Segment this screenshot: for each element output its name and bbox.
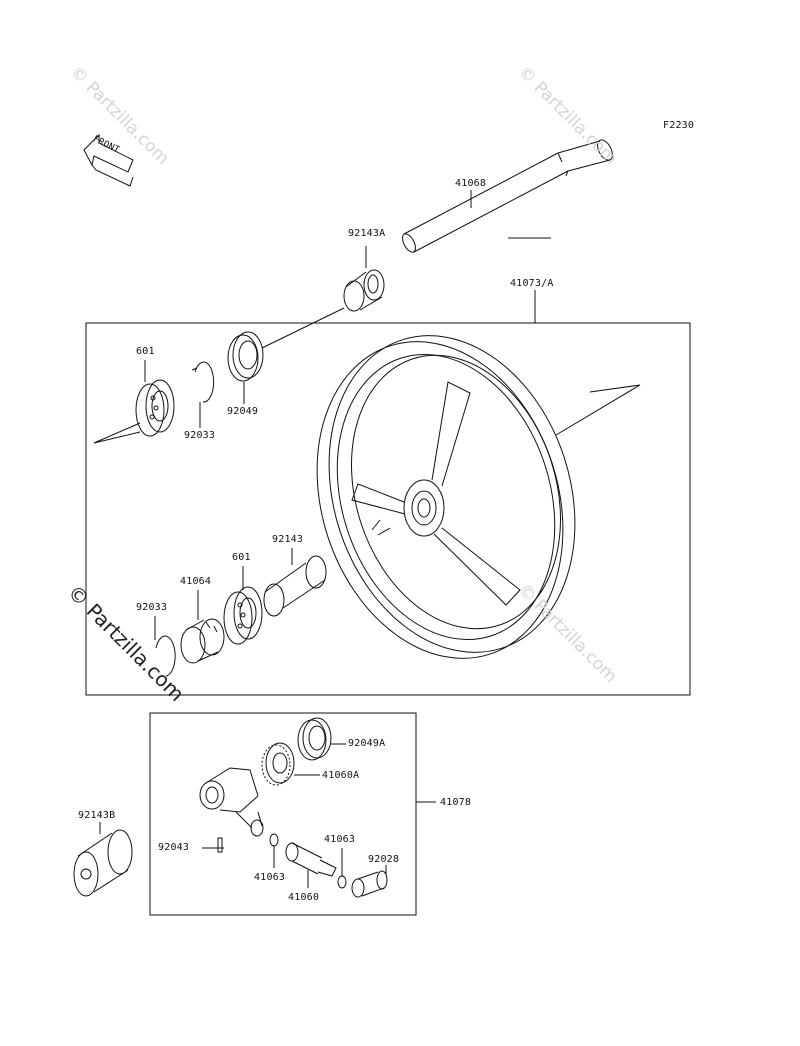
circlip-92033-right	[155, 635, 176, 677]
label-92049[interactable]: 92049	[227, 406, 259, 417]
washer-41063-right	[337, 875, 347, 889]
gear-41060A	[261, 742, 295, 786]
diagram-code: F2230	[663, 120, 695, 131]
collar-92143	[263, 555, 327, 617]
front-arrow-icon	[83, 133, 134, 187]
collar-92143B	[73, 829, 133, 897]
label-601-right[interactable]: 601	[232, 552, 251, 563]
gear-housing	[199, 767, 264, 837]
oil-seal-92049A	[297, 717, 332, 761]
circlip-92033-left	[191, 361, 215, 403]
wheel-assembly-frame	[85, 322, 691, 696]
label-92049A[interactable]: 92049A	[348, 738, 386, 749]
label-41060[interactable]: 41060	[288, 892, 320, 903]
label-41063-left[interactable]: 41063	[254, 872, 286, 883]
pin-92043	[217, 837, 223, 853]
pinion-41060	[285, 842, 337, 877]
axle-41068	[402, 139, 613, 253]
collar-92143A	[343, 269, 385, 312]
label-92043[interactable]: 92043	[158, 842, 190, 853]
washer-41063-left	[269, 833, 279, 847]
wheel-41073A	[316, 335, 576, 659]
label-92033-left[interactable]: 92033	[184, 430, 216, 441]
label-41078[interactable]: 41078	[440, 797, 472, 808]
label-41073A[interactable]: 41073/A	[510, 278, 554, 289]
bearing-601-right	[223, 586, 263, 645]
label-92143[interactable]: 92143	[272, 534, 304, 545]
bushing-92028	[351, 870, 388, 898]
label-92143B[interactable]: 92143B	[78, 810, 116, 821]
label-41068[interactable]: 41068	[455, 178, 487, 189]
label-41064[interactable]: 41064	[180, 576, 212, 587]
gear-assembly-frame	[149, 712, 417, 916]
label-92143A[interactable]: 92143A	[348, 228, 386, 239]
label-92028[interactable]: 92028	[368, 854, 400, 865]
label-92033-right[interactable]: 92033	[136, 602, 168, 613]
bearing-601-left	[135, 379, 175, 437]
label-41063-right[interactable]: 41063	[324, 834, 356, 845]
label-601-left[interactable]: 601	[136, 346, 155, 357]
oil-seal-92049	[227, 331, 264, 382]
label-41060A[interactable]: 41060A	[322, 770, 360, 781]
coupling-41064	[180, 618, 225, 664]
